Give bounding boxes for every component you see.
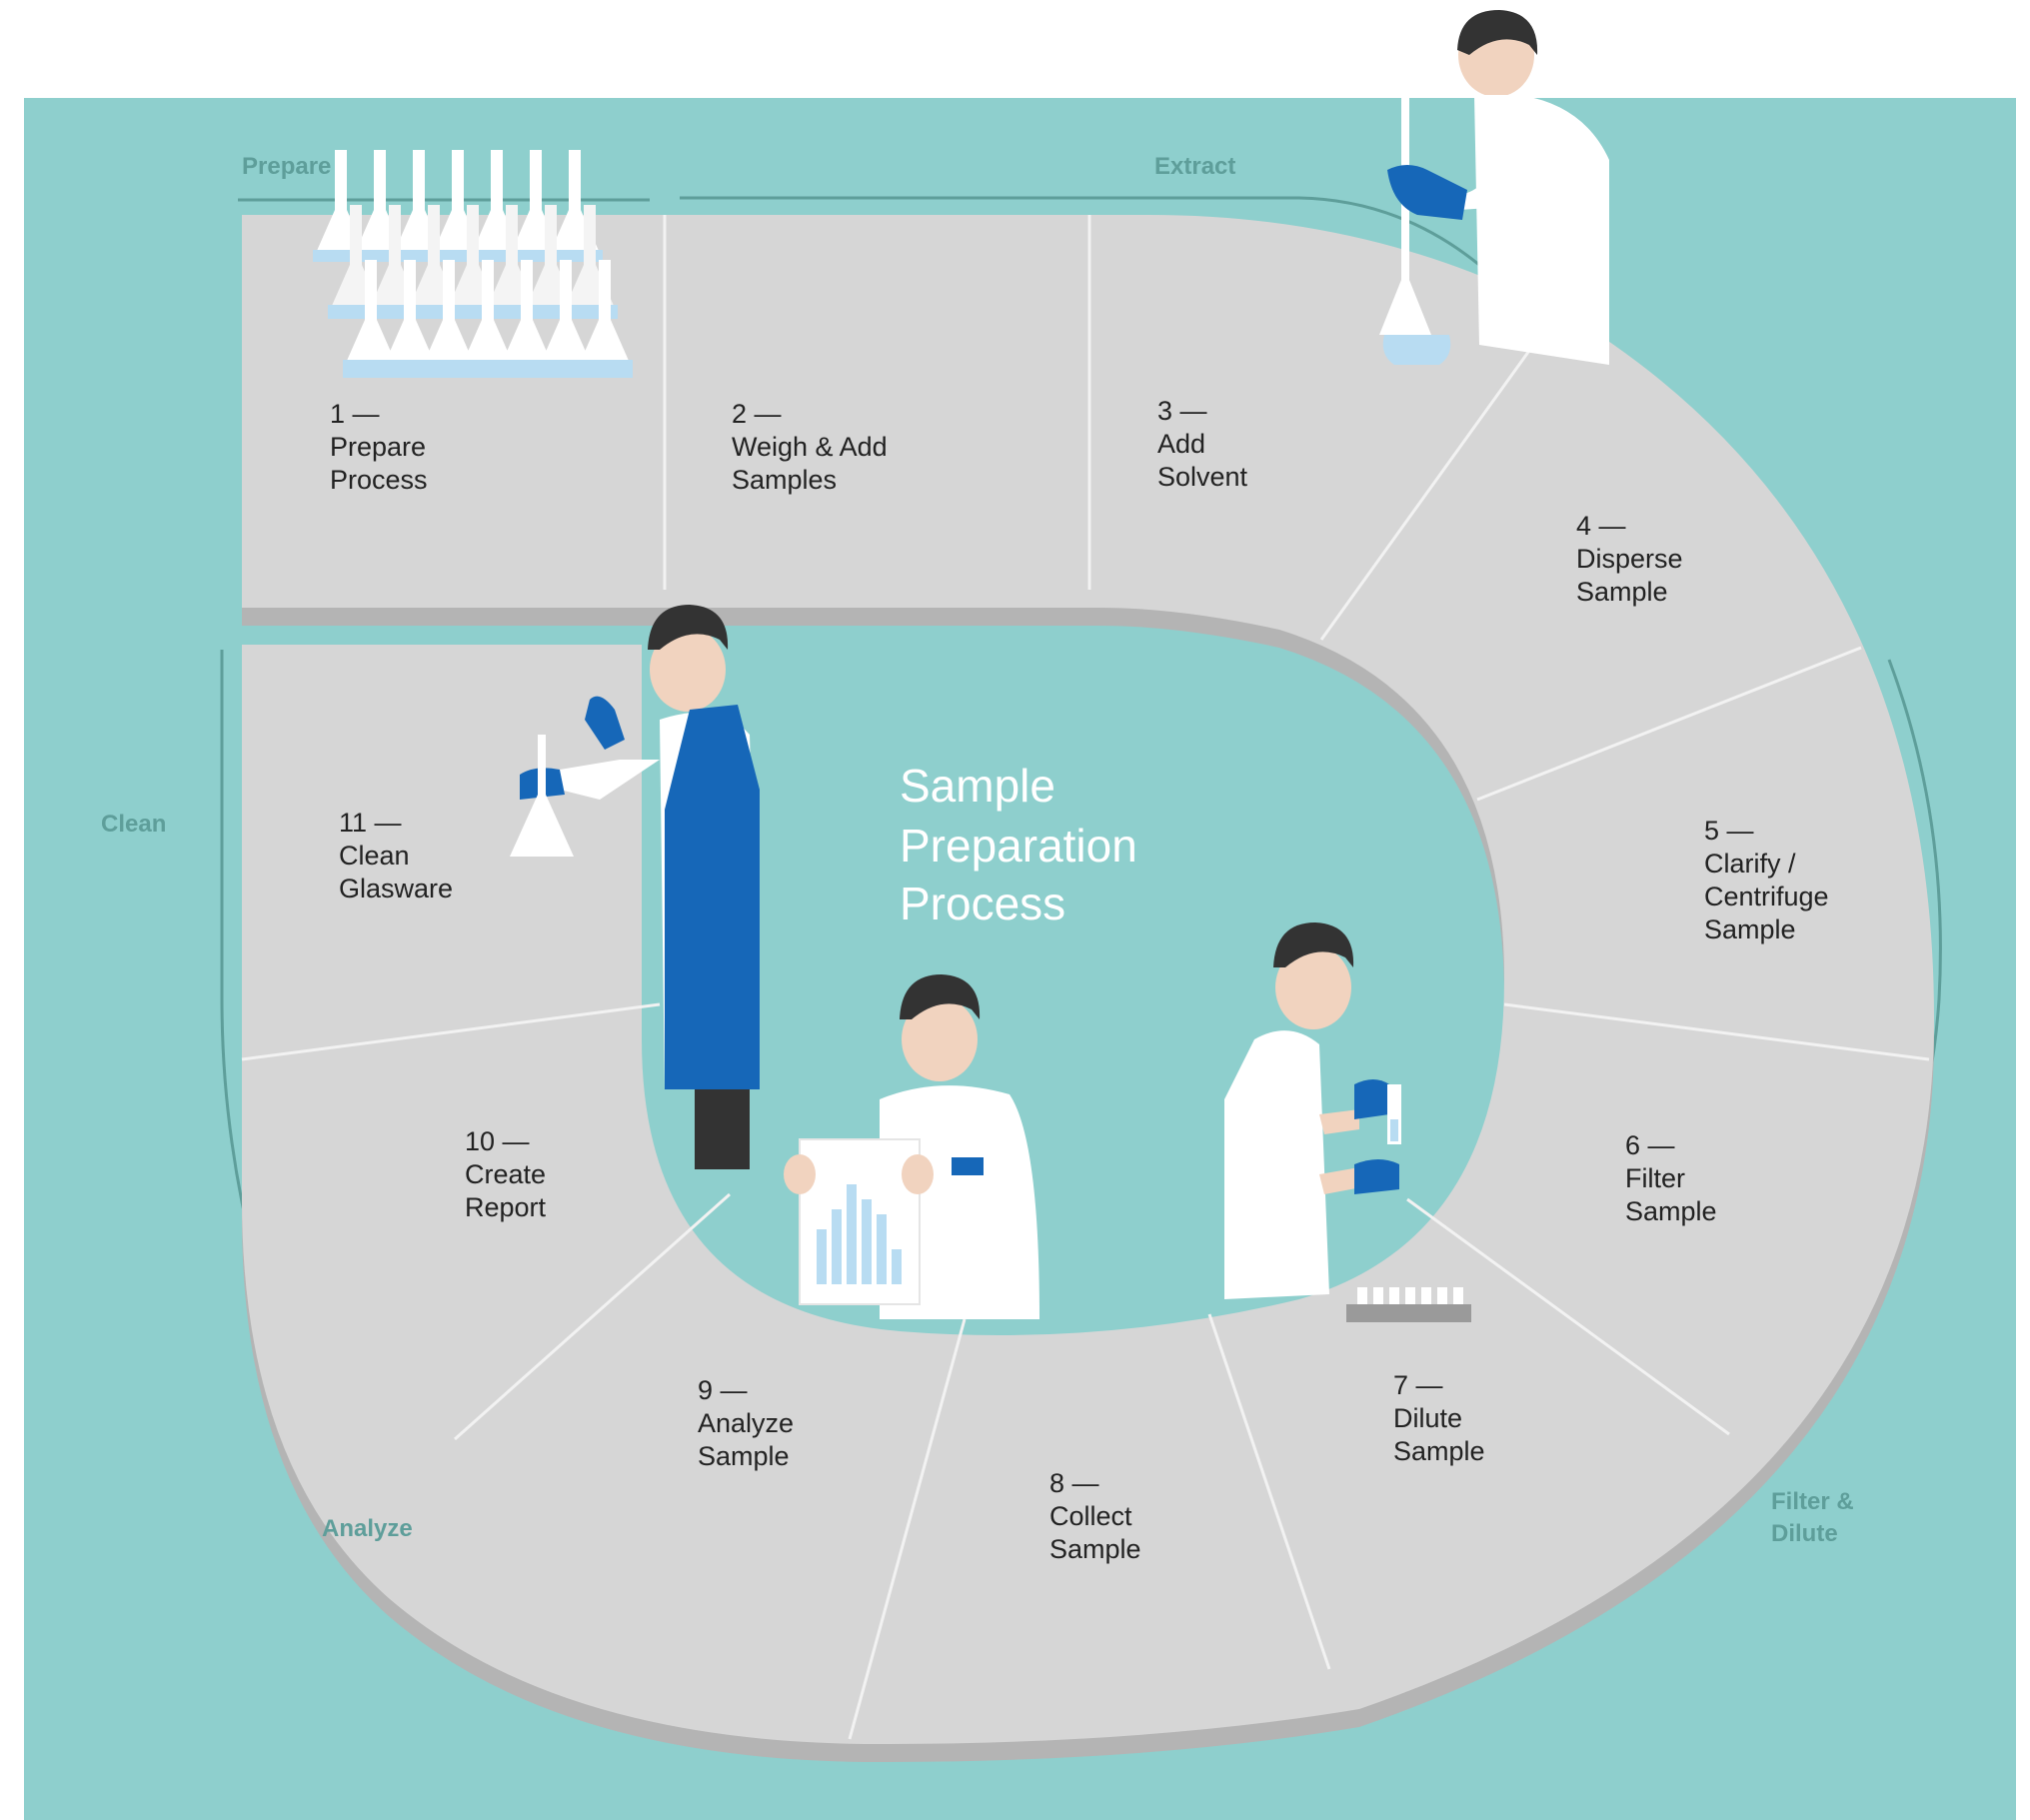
diagram-title-line-2: Preparation (900, 820, 1137, 872)
step-label-line-2: Sample (698, 1441, 790, 1471)
step-7: 7 — Dilute Sample (1393, 1370, 1485, 1466)
step-label-line-1: Weigh & Add (732, 432, 888, 462)
phase-label-filter-dilute-1: Filter & (1771, 1488, 1854, 1515)
phase-label-prepare: Prepare (242, 153, 331, 180)
step-label-line-1: Collect (1049, 1501, 1132, 1531)
step-number: 4 — (1576, 511, 1626, 541)
step-1: 1 — Prepare Process (330, 399, 428, 495)
step-number: 1 — (330, 399, 380, 429)
step-label-line-1: Add (1157, 429, 1205, 459)
extract-guide-line (680, 196, 1480, 267)
phase-label-analyze: Analyze (322, 1515, 413, 1542)
step-label-line-1: Create (465, 1159, 546, 1189)
diagram-title-line-1: Sample (900, 760, 1055, 812)
step-label-line-1: Filter (1625, 1163, 1685, 1193)
step-number: 3 — (1157, 396, 1207, 426)
scientist-dropper-icon (1224, 922, 1401, 1299)
process-track (242, 215, 1934, 1744)
step-label-line-2: Solvent (1157, 462, 1248, 492)
phase-label-extract: Extract (1154, 153, 1235, 180)
step-label-line-2: Sample (1393, 1436, 1485, 1466)
scientist-flask-icon (510, 605, 760, 1169)
step-label-line-2: Report (465, 1192, 547, 1222)
step-number: 2 — (732, 399, 782, 429)
step-2: 2 — Weigh & Add Samples (732, 399, 888, 495)
step-10: 10 — Create Report (465, 1126, 547, 1222)
diagram-title-line-3: Process (900, 878, 1065, 929)
scientist-report-icon (784, 974, 1039, 1319)
phase-label-filter-dilute-2: Dilute (1771, 1520, 1838, 1547)
step-11: 11 — Clean Glasware (339, 808, 453, 904)
scientist-pipette-icon (1379, 10, 1609, 365)
step-number: 8 — (1049, 1468, 1099, 1498)
step-label-line-1: Clean (339, 841, 410, 871)
step-label-line-1: Disperse (1576, 544, 1683, 574)
step-label-line-1: Dilute (1393, 1403, 1462, 1433)
step-label-line-2: Glasware (339, 874, 453, 904)
segment-dividers (241, 215, 1930, 1740)
step-9: 9 — Analyze Sample (698, 1375, 794, 1471)
step-5: 5 — Clarify / Centrifuge Sample (1704, 816, 1829, 944)
step-label-line-1: Clarify / (1704, 849, 1796, 879)
step-label-line-2: Sample (1576, 577, 1668, 607)
step-number: 11 — (339, 808, 402, 838)
step-number: 5 — (1704, 816, 1754, 846)
phase-label-clean: Clean (101, 811, 166, 838)
flask-cluster-icon (313, 150, 633, 378)
step-label-line-2: Sample (1625, 1196, 1717, 1226)
step-number: 6 — (1625, 1130, 1675, 1160)
step-number: 7 — (1393, 1370, 1443, 1400)
step-label-line-2: Centrifuge (1704, 882, 1829, 911)
step-label-line-2: Process (330, 465, 428, 495)
step-6: 6 — Filter Sample (1625, 1130, 1717, 1226)
step-number: 10 — (465, 1126, 530, 1156)
step-4: 4 — Disperse Sample (1576, 511, 1683, 607)
step-label-line-1: Analyze (698, 1408, 794, 1438)
step-label-line-2: Sample (1049, 1534, 1141, 1564)
step-label-line-1: Prepare (330, 432, 426, 462)
step-3: 3 — Add Solvent (1157, 396, 1248, 492)
step-label-line-3: Sample (1704, 914, 1796, 944)
step-8: 8 — Collect Sample (1049, 1468, 1141, 1564)
step-label-line-2: Samples (732, 465, 837, 495)
test-tube-rack-icon (1346, 1287, 1471, 1322)
step-number: 9 — (698, 1375, 748, 1405)
